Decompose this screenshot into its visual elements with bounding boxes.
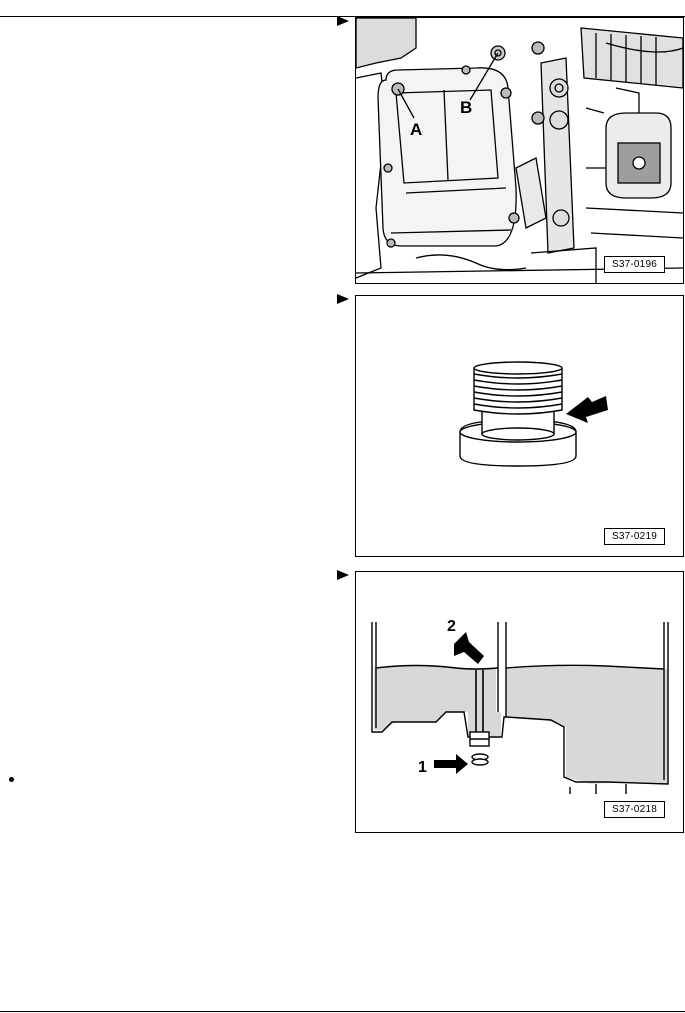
figure-oil-level-check: 2 1 S37-0218 xyxy=(355,571,684,833)
figure-pointer-arrow xyxy=(337,294,349,304)
label-b: B xyxy=(460,98,473,117)
figure-pointer-arrow xyxy=(337,570,349,580)
oil-pan-illustration xyxy=(356,18,683,283)
label-a: A xyxy=(410,120,423,139)
figure-transmission-oil-pan: A B S37-0196 xyxy=(355,17,684,284)
drain-plug-illustration xyxy=(459,361,608,467)
figure-code: S37-0196 xyxy=(604,256,665,273)
bottom-rule xyxy=(0,1011,685,1012)
label-1: 1 xyxy=(418,759,427,776)
oil-level-illustration xyxy=(371,622,669,794)
figure-drain-plug: S37-0219 xyxy=(355,295,684,557)
label-2: 2 xyxy=(447,618,456,635)
figure-pointer-arrow xyxy=(337,16,349,26)
figure-code: S37-0219 xyxy=(604,528,665,545)
list-bullet xyxy=(9,777,14,782)
figure-code: S37-0218 xyxy=(604,801,665,818)
